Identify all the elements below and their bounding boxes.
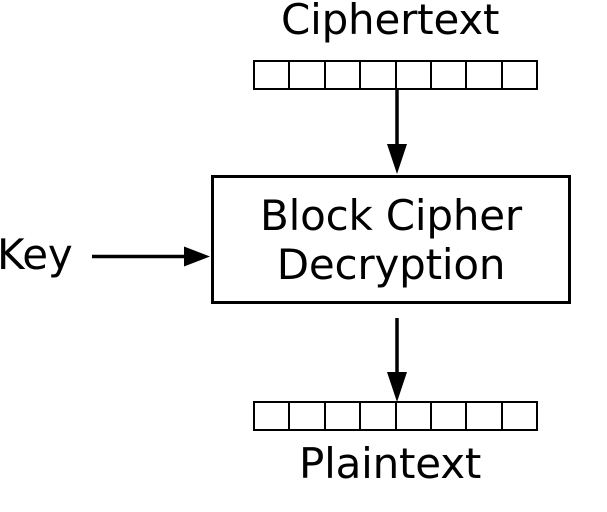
ciphertext-cell <box>432 62 468 88</box>
ciphertext-cell <box>255 62 291 88</box>
arrow-right-key-to-cipher-icon <box>92 246 210 267</box>
ciphertext-block-grid <box>253 60 538 90</box>
cipher-box-line-2: Decryption <box>276 239 506 289</box>
ciphertext-label: Ciphertext <box>281 0 500 44</box>
plaintext-cell <box>361 403 397 429</box>
ciphertext-cell <box>326 62 362 88</box>
plaintext-cell <box>432 403 468 429</box>
ciphertext-cell <box>467 62 503 88</box>
ciphertext-cell <box>290 62 326 88</box>
plaintext-block-grid <box>253 401 538 431</box>
arrow-down-cipher-to-plaintext-icon <box>387 318 407 402</box>
plaintext-cell <box>255 403 291 429</box>
key-label: Key <box>0 230 73 279</box>
block-cipher-decryption-box: Block Cipher Decryption <box>211 175 571 304</box>
plaintext-cell <box>326 403 362 429</box>
ciphertext-cell <box>397 62 432 88</box>
plaintext-cell <box>467 403 503 429</box>
arrow-down-ciphertext-to-cipher-icon <box>387 88 407 174</box>
plaintext-label: Plaintext <box>299 439 482 488</box>
ciphertext-cell <box>361 62 397 88</box>
ciphertext-cell <box>503 62 536 88</box>
plaintext-cell <box>290 403 326 429</box>
cipher-box-line-1: Block Cipher <box>260 190 522 240</box>
plaintext-cell <box>503 403 536 429</box>
plaintext-cell <box>397 403 432 429</box>
